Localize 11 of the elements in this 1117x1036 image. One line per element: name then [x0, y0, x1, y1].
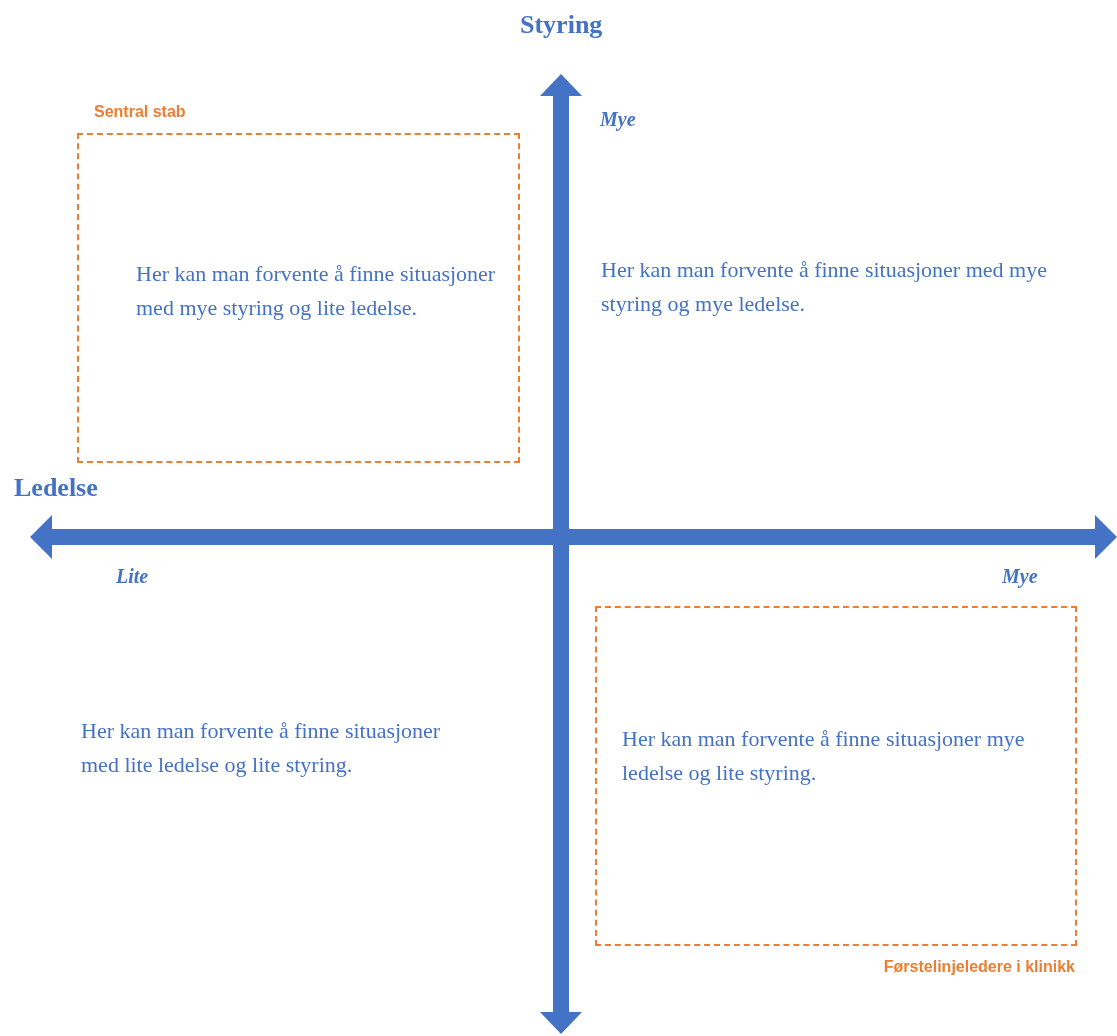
axis-end-label: Mye — [600, 108, 636, 131]
axis-title: Ledelse — [14, 473, 98, 503]
axis-end-label: Mye — [1002, 565, 1038, 588]
quadrant-description: Her kan man forvente å finne situasjoner med mye styring og lite ledelse. — [136, 260, 496, 322]
quadrant-description: Her kan man forvente å finne situasjoner med mye styring og mye ledelse. — [601, 256, 1048, 318]
quadrant-description: Her kan man forvente å finne situasjoner med lite ledelse og lite styring. — [81, 717, 442, 779]
axis-title: Styring — [520, 10, 603, 40]
group-heading: Sentral stab — [94, 103, 186, 121]
axis-end-label: Lite — [116, 565, 149, 588]
quadrant-description: Her kan man forvente å finne situasjoner mye ledelse og lite styring. — [622, 725, 1026, 787]
group-heading: Førstelinjeledere i klinikk — [883, 958, 1075, 976]
